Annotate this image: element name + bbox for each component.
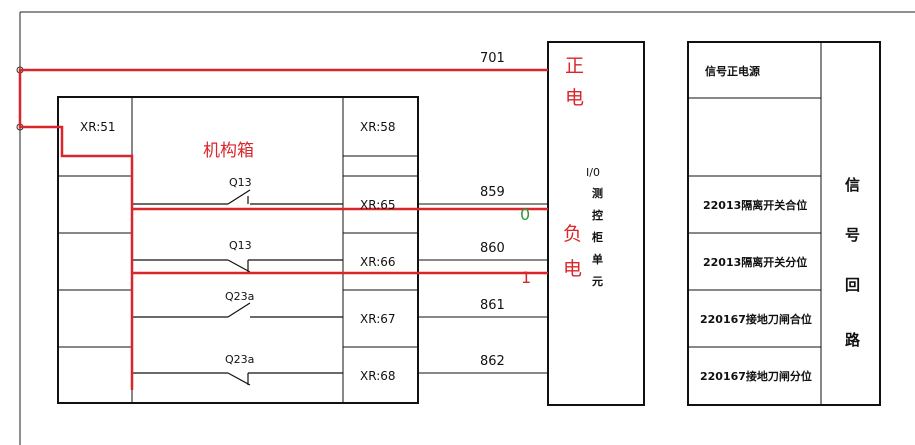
signal-row-label: 220167接地刀闸分位 <box>700 369 812 383</box>
contact-q23a-no <box>132 372 343 386</box>
terminal-xr51: XR:51 <box>80 120 116 134</box>
io-unit-label-char: 柜 <box>591 230 603 244</box>
negative-power-label-char: 电 <box>563 258 582 280</box>
left-terminal-column <box>57 96 133 404</box>
terminal-xr58: XR:58 <box>360 120 396 134</box>
wire-number-862: 862 <box>480 354 505 369</box>
negative-power-label-char: 负 <box>563 223 582 245</box>
signal-row-label: 信号正电源 <box>705 64 760 78</box>
wire-number-859: 859 <box>480 185 505 200</box>
contact-label-q23a: Q23a <box>225 290 254 303</box>
signal-side-label-char: 信 <box>845 176 860 194</box>
contact-label-q13: Q13 <box>229 239 252 252</box>
signal-side-label-char: 路 <box>845 331 861 349</box>
signal-row-label: 22013隔离开关分位 <box>703 255 807 269</box>
wire-number-860: 860 <box>480 241 505 256</box>
io-unit-label-char: 单 <box>592 252 603 266</box>
io-unit-box <box>547 41 645 406</box>
terminal-xr66: XR:66 <box>360 255 396 269</box>
terminal-xr67: XR:67 <box>360 312 396 326</box>
io-unit-label-char: I/0 <box>586 166 600 179</box>
mechanism-box-label: 机构箱 <box>203 141 254 161</box>
contact-label-q23a: Q23a <box>225 353 254 366</box>
bit-one-label: 1 <box>521 268 531 287</box>
positive-power-label-char: 正 <box>565 55 584 77</box>
io-unit-label-char: 元 <box>592 275 603 288</box>
signal-side-label-char: 号 <box>845 226 860 244</box>
signal-table <box>687 41 881 406</box>
wire-number-861: 861 <box>480 298 505 313</box>
contact-q13-no <box>132 259 343 273</box>
right-terminal-column <box>342 96 419 404</box>
terminal-xr68: XR:68 <box>360 369 396 383</box>
contact-q13-nc <box>132 189 343 205</box>
terminal-xr65: XR:65 <box>360 198 396 212</box>
signal-row-label: 220167接地刀闸合位 <box>700 312 812 326</box>
io-unit-label-char: 控 <box>592 208 603 222</box>
signal-side-label-char: 回 <box>845 276 860 294</box>
io-unit-label-char: 测 <box>592 186 603 200</box>
contact-q23a-nc <box>132 302 343 318</box>
positive-power-red-wire <box>18 68 548 390</box>
bit-zero-label: 0 <box>520 205 530 224</box>
signal-row-label: 22013隔离开关合位 <box>703 198 807 212</box>
contact-label-q13: Q13 <box>229 176 252 189</box>
positive-power-label-char: 电 <box>565 87 584 109</box>
wire-number-701: 701 <box>480 51 505 66</box>
